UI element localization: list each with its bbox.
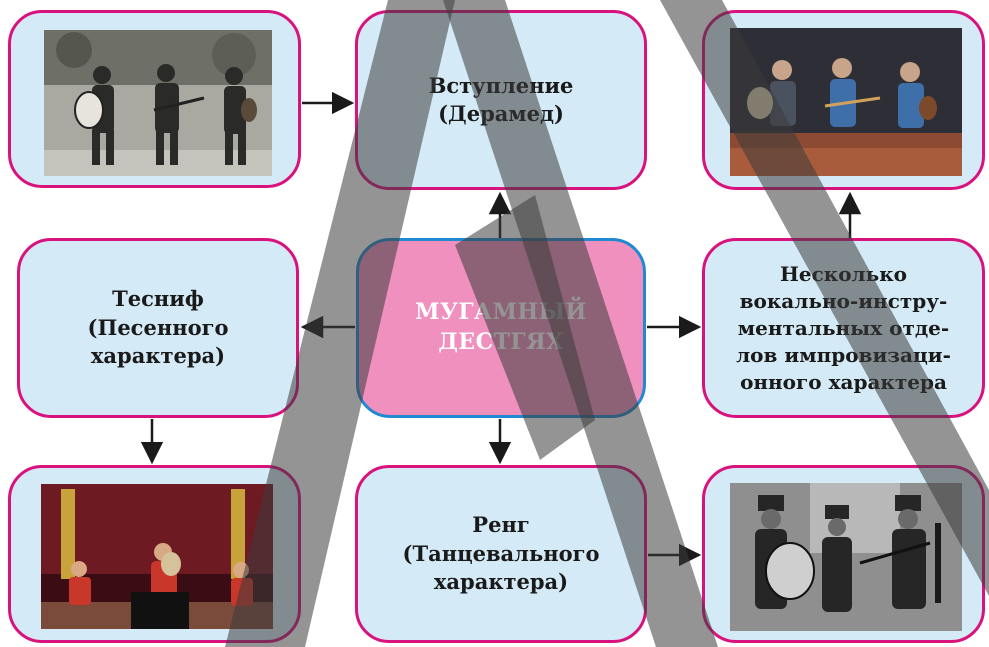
photo-box-trio-stage bbox=[702, 10, 985, 190]
intro-label: Вступление (Дерамед) bbox=[428, 72, 574, 126]
reng-box: Ренг (Танцевального характера) bbox=[355, 465, 647, 643]
photo-trio-stage bbox=[730, 28, 962, 176]
reng-label: Ренг (Танцевального характера) bbox=[402, 512, 600, 595]
intro-box: Вступление (Дерамед) bbox=[355, 10, 647, 190]
photo-trio-vintage bbox=[44, 30, 272, 176]
sections-box: Несколько вокально-инстру- ментальных от… bbox=[702, 238, 985, 418]
tesnif-label: Тесниф (Песенного характера) bbox=[87, 286, 229, 369]
photo-box-ensemble-red bbox=[8, 465, 301, 643]
tesnif-box: Тесниф (Песенного характера) bbox=[17, 238, 299, 418]
sections-label: Несколько вокально-инстру- ментальных от… bbox=[736, 261, 951, 394]
photo-ensemble-red bbox=[41, 484, 273, 629]
center-label: МУГАМНЫЙ ДЕСТГЯХ bbox=[415, 299, 587, 355]
photo-box-trio-archive bbox=[702, 465, 985, 643]
photo-box-trio-vintage bbox=[8, 10, 301, 188]
center-box: МУГАМНЫЙ ДЕСТГЯХ bbox=[356, 238, 646, 418]
photo-trio-archive bbox=[730, 483, 962, 631]
